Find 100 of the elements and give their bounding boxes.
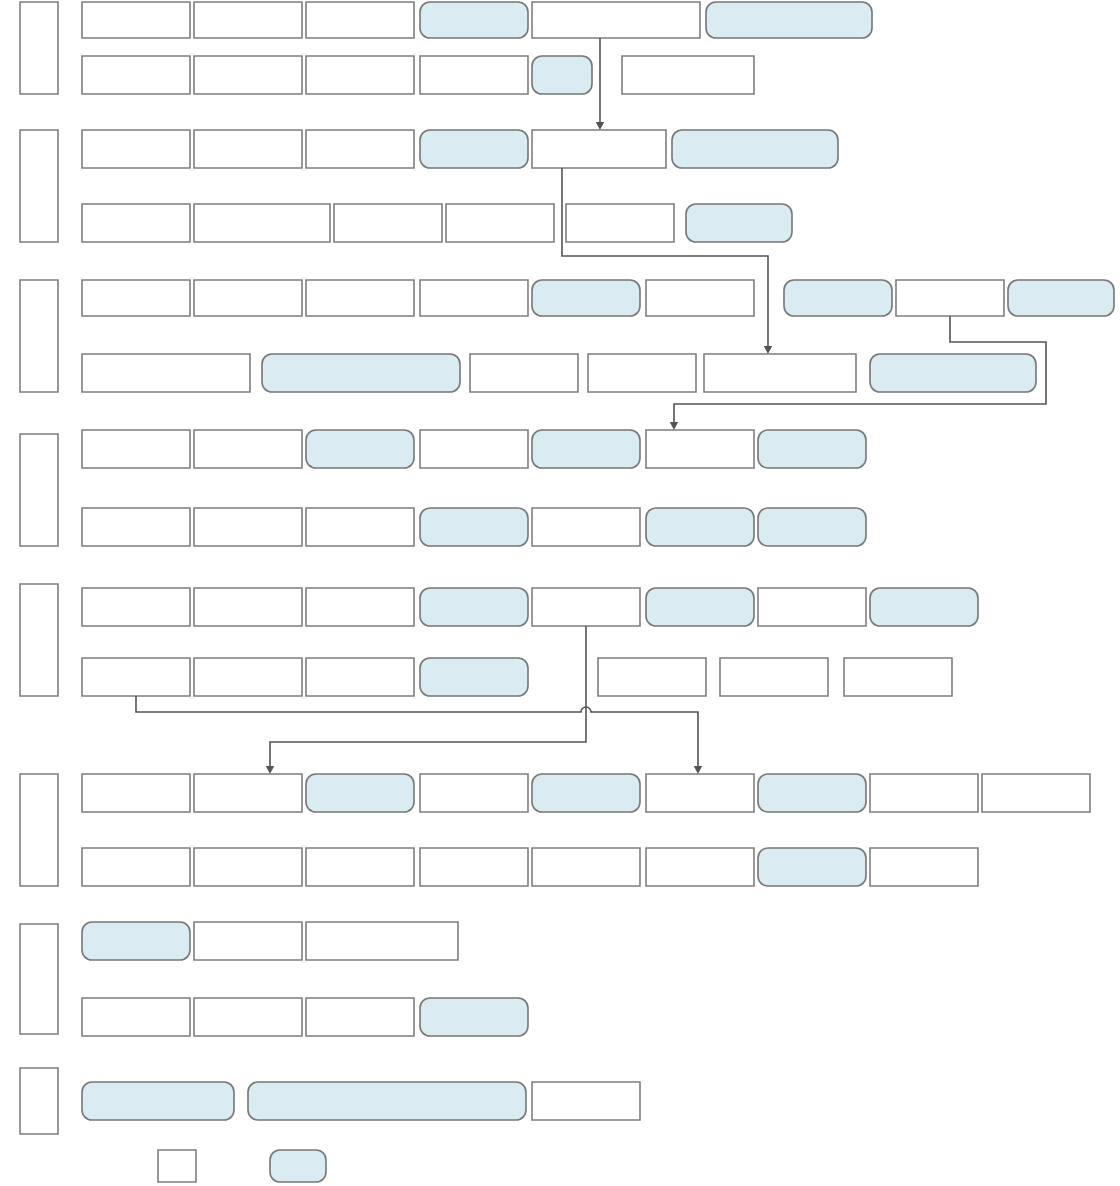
box bbox=[305, 55, 415, 95]
box bbox=[305, 129, 415, 169]
rounded-box bbox=[757, 773, 867, 813]
box bbox=[531, 587, 641, 627]
box bbox=[565, 203, 675, 243]
box bbox=[419, 429, 529, 469]
box bbox=[621, 55, 755, 95]
box bbox=[531, 507, 641, 547]
tall-box bbox=[19, 923, 59, 1035]
box bbox=[333, 203, 443, 243]
box bbox=[305, 507, 415, 547]
box bbox=[81, 203, 191, 243]
tall-box bbox=[19, 583, 59, 697]
rounded-box bbox=[269, 1149, 327, 1183]
box bbox=[305, 997, 415, 1037]
rounded-box bbox=[531, 279, 641, 317]
rounded-box bbox=[685, 203, 793, 243]
box bbox=[469, 353, 579, 393]
rounded-box bbox=[783, 279, 893, 317]
box bbox=[305, 1, 415, 39]
box bbox=[81, 507, 191, 547]
box bbox=[645, 773, 755, 813]
box bbox=[419, 279, 529, 317]
tall-box bbox=[19, 433, 59, 547]
rounded-box bbox=[419, 587, 529, 627]
tall-box bbox=[19, 773, 59, 887]
box bbox=[531, 1081, 641, 1121]
rounded-box bbox=[419, 657, 529, 697]
box bbox=[81, 129, 191, 169]
box bbox=[81, 657, 191, 697]
rounded-box bbox=[305, 773, 415, 813]
box bbox=[587, 353, 697, 393]
box bbox=[645, 279, 755, 317]
rounded-box bbox=[531, 429, 641, 469]
box bbox=[869, 773, 979, 813]
box bbox=[193, 507, 303, 547]
box bbox=[193, 129, 303, 169]
box bbox=[81, 773, 191, 813]
rounded-box bbox=[419, 507, 529, 547]
box bbox=[419, 55, 529, 95]
rounded-box bbox=[81, 921, 191, 961]
box bbox=[157, 1149, 197, 1183]
rounded-box bbox=[671, 129, 839, 169]
box bbox=[305, 847, 415, 887]
box bbox=[193, 1, 303, 39]
box bbox=[193, 279, 303, 317]
rounded-box bbox=[757, 847, 867, 887]
box bbox=[597, 657, 707, 697]
rounded-box bbox=[645, 507, 755, 547]
rounded-box bbox=[757, 507, 867, 547]
box bbox=[531, 1, 701, 39]
box bbox=[81, 1, 191, 39]
box bbox=[81, 353, 251, 393]
rounded-box bbox=[1007, 279, 1115, 317]
rounded-box bbox=[419, 1, 529, 39]
rounded-box bbox=[869, 353, 1037, 393]
box bbox=[531, 847, 641, 887]
box bbox=[193, 921, 303, 961]
box bbox=[719, 657, 829, 697]
rounded-box bbox=[305, 429, 415, 469]
box bbox=[193, 997, 303, 1037]
box bbox=[193, 773, 303, 813]
tall-box bbox=[19, 1067, 59, 1135]
tall-box bbox=[19, 129, 59, 243]
box bbox=[305, 657, 415, 697]
box bbox=[193, 587, 303, 627]
box bbox=[193, 55, 303, 95]
arrow bbox=[561, 167, 773, 354]
box bbox=[419, 847, 529, 887]
tall-box bbox=[19, 1, 59, 95]
box bbox=[193, 429, 303, 469]
box bbox=[419, 773, 529, 813]
box bbox=[81, 55, 191, 95]
box bbox=[843, 657, 953, 697]
box bbox=[193, 657, 303, 697]
rounded-box bbox=[757, 429, 867, 469]
box bbox=[81, 279, 191, 317]
box bbox=[895, 279, 1005, 317]
box bbox=[81, 997, 191, 1037]
rounded-box bbox=[645, 587, 755, 627]
rounded-box bbox=[531, 55, 593, 95]
box bbox=[869, 847, 979, 887]
box bbox=[81, 429, 191, 469]
rounded-box bbox=[81, 1081, 235, 1121]
box bbox=[531, 129, 667, 169]
rounded-box bbox=[705, 1, 873, 39]
rounded-box bbox=[261, 353, 461, 393]
rounded-box bbox=[247, 1081, 527, 1121]
rounded-box bbox=[531, 773, 641, 813]
box bbox=[305, 587, 415, 627]
box bbox=[193, 847, 303, 887]
box bbox=[305, 921, 459, 961]
rounded-box bbox=[419, 997, 529, 1037]
box bbox=[645, 429, 755, 469]
box bbox=[305, 279, 415, 317]
box bbox=[981, 773, 1091, 813]
box bbox=[757, 587, 867, 627]
tall-box bbox=[19, 279, 59, 393]
rounded-box bbox=[419, 129, 529, 169]
box bbox=[645, 847, 755, 887]
